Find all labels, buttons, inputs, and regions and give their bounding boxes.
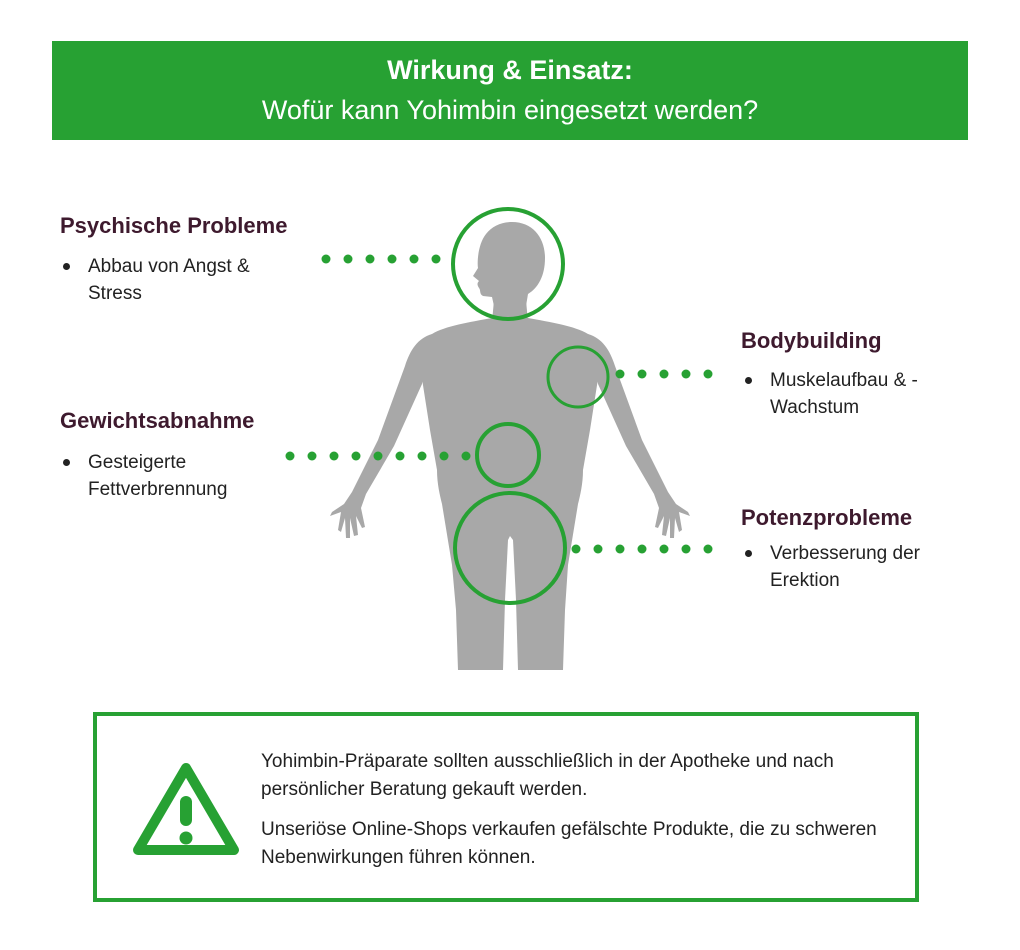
connector-psychische (321, 254, 441, 264)
connector-gewicht (285, 451, 471, 461)
connector-bodybuilding (615, 369, 713, 379)
category-title-potenz: Potenzprobleme (741, 505, 913, 530)
category-list-potenz: Verbesserung der Erektion (742, 540, 972, 594)
shoulder-highlight-circle (546, 345, 610, 409)
header-banner: Wirkung & Einsatz: Wofür kann Yohimbin e… (52, 41, 968, 140)
list-item: Gesteigerte Fettverbrennung (60, 449, 280, 503)
connector-potenz (571, 544, 713, 554)
list-item: Verbesserung der Erektion (742, 540, 972, 594)
warning-paragraph-1: Yohimbin-Präparate sollten ausschließlic… (261, 751, 834, 800)
category-title-psychische: Psychische Probleme (60, 213, 288, 238)
head-highlight-circle (451, 207, 565, 321)
warning-text: Yohimbin-Präparate sollten ausschließlic… (261, 748, 881, 884)
category-title-gewicht: Gewichtsabnahme (60, 408, 255, 433)
category-list-gewicht: Gesteigerte Fettverbrennung (60, 449, 280, 503)
warning-box: Yohimbin-Präparate sollten ausschließlic… (93, 712, 919, 902)
category-list-bodybuilding: Muskelaufbau & -Wachstum (742, 367, 962, 421)
groin-highlight-circle (453, 491, 567, 605)
warning-triangle-icon (133, 763, 239, 855)
page-title: Wirkung & Einsatz: (387, 55, 633, 85)
warning-paragraph-2: Unseriöse Online-Shops verkaufen gefälsc… (261, 819, 877, 868)
list-item: Muskelaufbau & -Wachstum (742, 367, 962, 421)
page-subtitle: Wofür kann Yohimbin eingesetzt werden? (261, 95, 759, 125)
body-diagram (285, 207, 713, 670)
list-item: Abbau von Angst & Stress (60, 253, 270, 307)
category-title-bodybuilding: Bodybuilding (741, 328, 882, 353)
category-list-psychische: Abbau von Angst & Stress (60, 253, 270, 307)
belly-highlight-circle (475, 422, 541, 488)
